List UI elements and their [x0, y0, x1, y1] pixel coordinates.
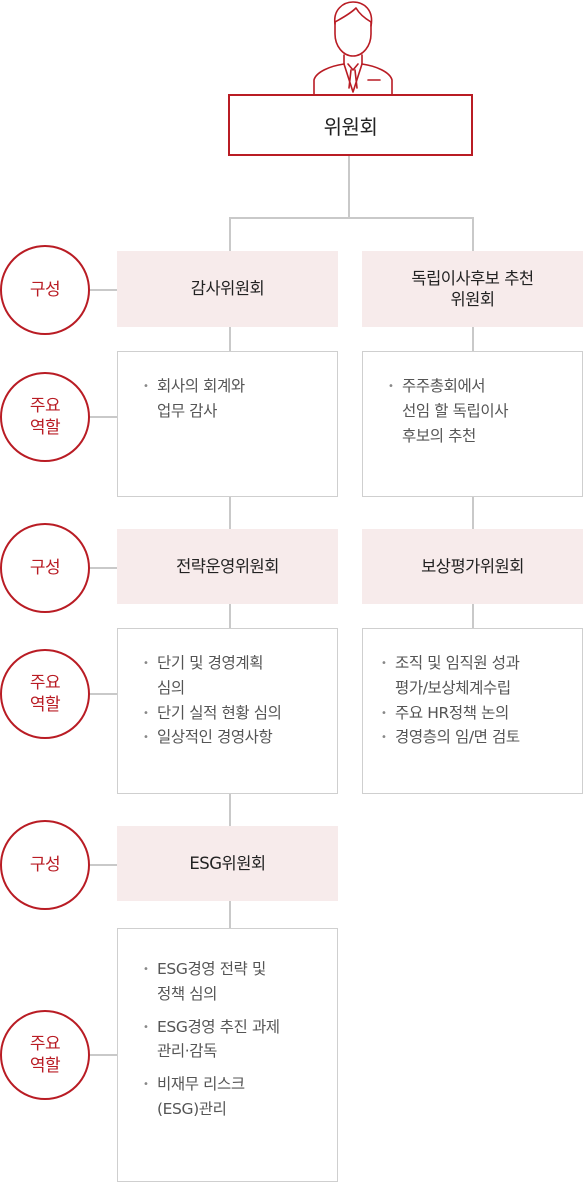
committee-esg: ESG위원회 — [117, 826, 338, 901]
role-item-line: 관리·감독 — [157, 1042, 217, 1061]
role-item-line: 회사의 회계와 — [157, 377, 245, 395]
root-committee-title: 위원회 — [323, 114, 378, 139]
roles-compensation: 조직 및 임직원 성과 평가/보상체계수립 주요 HR정책 논의 경영층의 임/… — [362, 628, 583, 794]
connector-label-composition-1 — [90, 289, 118, 291]
connector-right-3 — [472, 604, 474, 629]
committee-nomination-name-line1: 독립이사후보 추천 — [411, 268, 534, 288]
label-role-line2: 역할 — [29, 1056, 61, 1076]
label-role-1: 주요 역할 — [0, 372, 90, 462]
committee-esg-name: ESG위원회 — [189, 853, 266, 873]
connector-label-role-3 — [90, 1054, 118, 1056]
committee-compensation: 보상평가위원회 — [362, 529, 583, 604]
connector-left-3 — [229, 604, 231, 629]
roles-esg-list: ESG경영 전략 및 정책 심의 ESG경영 추진 과제 관리·감독 비재무 리… — [118, 929, 337, 1122]
role-item: 단기 및 경영계획 심의 — [143, 651, 327, 701]
connector-label-role-2 — [90, 693, 118, 695]
roles-esg: ESG경영 전략 및 정책 심의 ESG경영 추진 과제 관리·감독 비재무 리… — [117, 928, 338, 1182]
connector-horizontal-split — [229, 217, 473, 219]
connector-root-down — [348, 156, 350, 218]
label-composition-3: 구성 — [0, 820, 90, 910]
role-item-line: (ESG)관리 — [157, 1099, 227, 1118]
role-item-line: 경영층의 임/면 검토 — [395, 728, 520, 747]
connector-left-5 — [229, 901, 231, 928]
roles-compensation-list: 조직 및 임직원 성과 평가/보상체계수립 주요 HR정책 논의 경영층의 임/… — [363, 629, 582, 750]
connector-label-composition-2 — [90, 567, 118, 569]
role-item: 일상적인 경영사항 — [143, 725, 327, 750]
label-role-line1: 주요 — [29, 1033, 61, 1054]
label-role-line1: 주요 — [29, 395, 61, 416]
role-item-line: 조직 및 임직원 성과 — [395, 654, 520, 672]
committee-audit: 감사위원회 — [117, 251, 338, 327]
roles-nomination: 주주총회에서 선임 할 독립이사 후보의 추천 — [362, 351, 583, 497]
role-item-line: 단기 및 경영계획 — [157, 654, 264, 672]
label-role-3: 주요 역할 — [0, 1010, 90, 1100]
role-item-line: 일상적인 경영사항 — [157, 728, 273, 747]
root-committee-box: 위원회 — [228, 94, 473, 156]
connector-right-1 — [472, 327, 474, 352]
role-item: 주주총회에서 선임 할 독립이사 후보의 추천 — [388, 374, 572, 448]
label-role-line2: 역할 — [29, 418, 61, 438]
connector-right-2 — [472, 497, 474, 529]
role-item-line: ESG경영 전략 및 — [157, 960, 266, 978]
role-item: ESG경영 전략 및 정책 심의 — [143, 957, 327, 1007]
committee-strategy: 전략운영위원회 — [117, 529, 338, 604]
connector-left-2 — [229, 497, 231, 529]
label-composition-text: 구성 — [29, 557, 61, 578]
role-item: 비재무 리스크 (ESG)관리 — [143, 1072, 327, 1122]
roles-nomination-list: 주주총회에서 선임 할 독립이사 후보의 추천 — [363, 352, 582, 448]
committee-strategy-name: 전략운영위원회 — [176, 556, 279, 576]
role-item: 회사의 회계와 업무 감사 — [143, 374, 327, 424]
role-item-line: 업무 감사 — [157, 401, 217, 420]
role-item-line: ESG경영 추진 과제 — [157, 1017, 280, 1036]
role-item-line: 비재무 리스크 — [157, 1075, 245, 1094]
connector-left-branch — [229, 217, 231, 251]
roles-audit: 회사의 회계와 업무 감사 — [117, 351, 338, 497]
role-item: 조직 및 임직원 성과 평가/보상체계수립 — [381, 651, 578, 701]
roles-audit-list: 회사의 회계와 업무 감사 — [118, 352, 337, 424]
role-item: 경영층의 임/면 검토 — [381, 725, 578, 750]
role-item-line: 평가/보상체계수립 — [395, 678, 511, 697]
committee-nomination: 독립이사후보 추천 위원회 — [362, 251, 583, 327]
committee-audit-name: 감사위원회 — [190, 279, 265, 299]
label-composition-text: 구성 — [29, 279, 61, 300]
committee-nomination-name-line2: 위원회 — [450, 290, 495, 309]
connector-label-role-1 — [90, 416, 118, 418]
role-item-line: 후보의 추천 — [402, 426, 476, 445]
label-role-line2: 역할 — [29, 695, 61, 715]
label-composition-text: 구성 — [29, 854, 61, 875]
connector-right-branch — [472, 217, 474, 251]
connector-left-1 — [229, 327, 231, 352]
person-icon — [308, 0, 398, 95]
role-item-line: 단기 실적 현황 심의 — [157, 703, 282, 722]
roles-strategy: 단기 및 경영계획 심의 단기 실적 현황 심의 일상적인 경영사항 — [117, 628, 338, 794]
label-role-2: 주요 역할 — [0, 649, 90, 739]
role-item: 주요 HR정책 논의 — [381, 701, 578, 726]
role-item: 단기 실적 현황 심의 — [143, 701, 327, 726]
role-item-line: 심의 — [157, 678, 185, 697]
connector-left-4 — [229, 794, 231, 826]
role-item-line: 선임 할 독립이사 — [402, 401, 509, 420]
role-item: ESG경영 추진 과제 관리·감독 — [143, 1015, 327, 1065]
committee-compensation-name: 보상평가위원회 — [421, 556, 524, 576]
role-item-line: 주요 HR정책 논의 — [395, 703, 509, 722]
role-item-line: 정책 심의 — [157, 984, 217, 1003]
label-role-line1: 주요 — [29, 672, 61, 693]
label-composition-2: 구성 — [0, 523, 90, 613]
role-item-line: 주주총회에서 — [402, 377, 486, 395]
roles-strategy-list: 단기 및 경영계획 심의 단기 실적 현황 심의 일상적인 경영사항 — [118, 629, 337, 750]
connector-label-composition-3 — [90, 864, 118, 866]
label-composition-1: 구성 — [0, 245, 90, 335]
